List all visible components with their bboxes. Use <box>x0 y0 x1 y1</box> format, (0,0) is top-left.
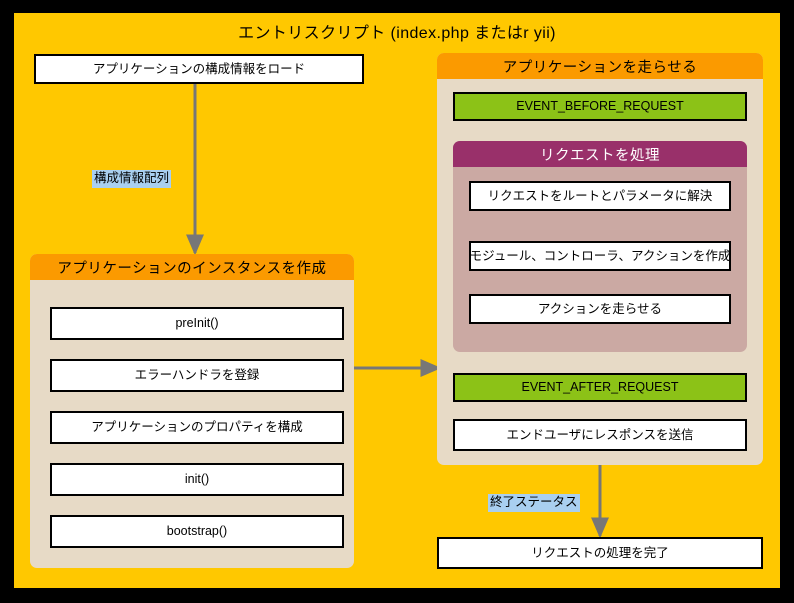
panel-header-handle-request: リクエストを処理 <box>453 141 747 167</box>
panel-header-create-instance: アプリケーションのインスタンスを作成 <box>30 254 354 280</box>
node-request-handling-complete[interactable]: リクエストの処理を完了 <box>437 537 763 569</box>
node-run-action[interactable]: アクションを走らせる <box>469 294 731 324</box>
node-load-configuration[interactable]: アプリケーションの構成情報をロード <box>34 54 364 84</box>
page-title: エントリスクリプト (index.php またはr yii) <box>238 25 556 42</box>
node-preinit[interactable]: preInit() <box>50 307 344 340</box>
node-resolve-request-route-params[interactable]: リクエストをルートとパラメータに解決 <box>469 181 731 211</box>
node-send-response-to-end-user[interactable]: エンドユーザにレスポンスを送信 <box>453 419 747 451</box>
edge-label-exit-status: 終了ステータス <box>488 494 580 512</box>
node-event-before-request[interactable]: EVENT_BEFORE_REQUEST <box>453 92 747 121</box>
node-init[interactable]: init() <box>50 463 344 496</box>
entry-script-canvas: エントリスクリプト (index.php またはr yii) <box>14 13 780 588</box>
node-bootstrap[interactable]: bootstrap() <box>50 515 344 548</box>
node-event-after-request[interactable]: EVENT_AFTER_REQUEST <box>453 373 747 402</box>
node-configure-application-properties[interactable]: アプリケーションのプロパティを構成 <box>50 411 344 444</box>
edge-label-config-array: 構成情報配列 <box>92 170 172 188</box>
node-create-module-controller-action[interactable]: モジュール、コントローラ、アクションを作成 <box>469 241 731 271</box>
panel-header-run-application: アプリケーションを走らせる <box>437 53 763 79</box>
node-register-error-handler[interactable]: エラーハンドラを登録 <box>50 359 344 392</box>
